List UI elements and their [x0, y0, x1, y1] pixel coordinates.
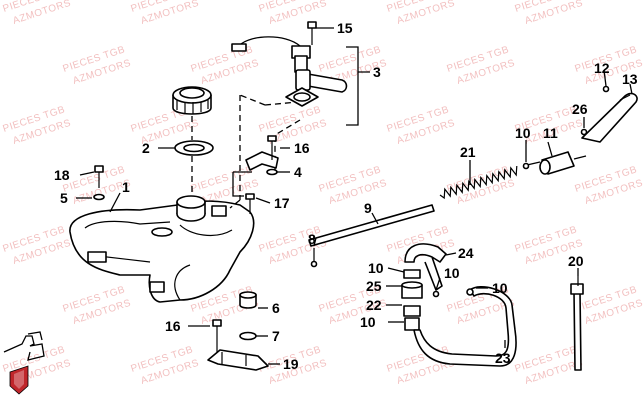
callout-1: 1	[122, 179, 130, 195]
callout-7: 7	[272, 328, 280, 344]
callout-16-lower: 16	[165, 318, 181, 334]
callout-9: 9	[364, 200, 372, 216]
breather-hose	[413, 286, 517, 367]
leader-lines	[76, 27, 633, 365]
clip-12	[602, 85, 610, 93]
spring	[439, 165, 518, 200]
callout-6: 6	[272, 300, 280, 316]
assembly-line-sender	[229, 94, 301, 209]
callout-10-top: 10	[515, 125, 531, 141]
callout-16-upper: 16	[294, 140, 310, 156]
callout-22: 22	[366, 297, 382, 313]
fuel-level-sender	[231, 21, 348, 107]
hose-13	[581, 92, 638, 143]
callout-19: 19	[283, 356, 299, 372]
bracket-3	[346, 46, 370, 126]
clip-10-mid	[432, 290, 440, 298]
fuel-valve	[401, 269, 423, 331]
callout-layer: 1 2 3 4 5 6 7 8 9 10 10 10 10 10 11 12 1…	[54, 20, 638, 372]
callout-10-right: 10	[492, 280, 508, 296]
callout-11: 11	[543, 125, 558, 141]
bolt-18	[93, 165, 105, 201]
clip-10-right	[466, 288, 474, 296]
callout-15: 15	[337, 20, 353, 36]
callout-3: 3	[373, 64, 381, 80]
callout-13: 13	[622, 71, 638, 87]
clip-26	[580, 128, 588, 136]
callout-8: 8	[308, 231, 316, 247]
callout-26: 26	[572, 101, 588, 117]
callout-2: 2	[142, 140, 150, 156]
azmotors-logo	[9, 365, 29, 395]
fuel-cap	[172, 86, 212, 115]
callout-5: 5	[60, 190, 68, 206]
callout-10-mid: 10	[444, 265, 460, 281]
callout-21: 21	[460, 144, 476, 160]
cap-gasket	[174, 140, 214, 156]
fuel-pump-icon	[3, 331, 45, 361]
callout-20: 20	[568, 253, 584, 269]
callout-12: 12	[594, 60, 610, 76]
callout-25: 25	[366, 278, 382, 294]
vent-rod	[308, 204, 435, 247]
callout-23: 23	[495, 350, 511, 366]
fuel-tank	[69, 195, 255, 303]
fuel-filter	[526, 151, 587, 175]
callout-10-left-lower: 10	[360, 314, 376, 330]
callout-18: 18	[54, 167, 70, 183]
callout-4: 4	[294, 164, 302, 180]
callout-17: 17	[274, 195, 290, 211]
callout-10-left-upper: 10	[368, 260, 384, 276]
cable-tie	[570, 276, 584, 371]
callout-24: 24	[458, 245, 474, 261]
hose-24	[404, 243, 447, 291]
bracket-clip	[245, 135, 279, 176]
clip-10-top	[522, 162, 530, 170]
